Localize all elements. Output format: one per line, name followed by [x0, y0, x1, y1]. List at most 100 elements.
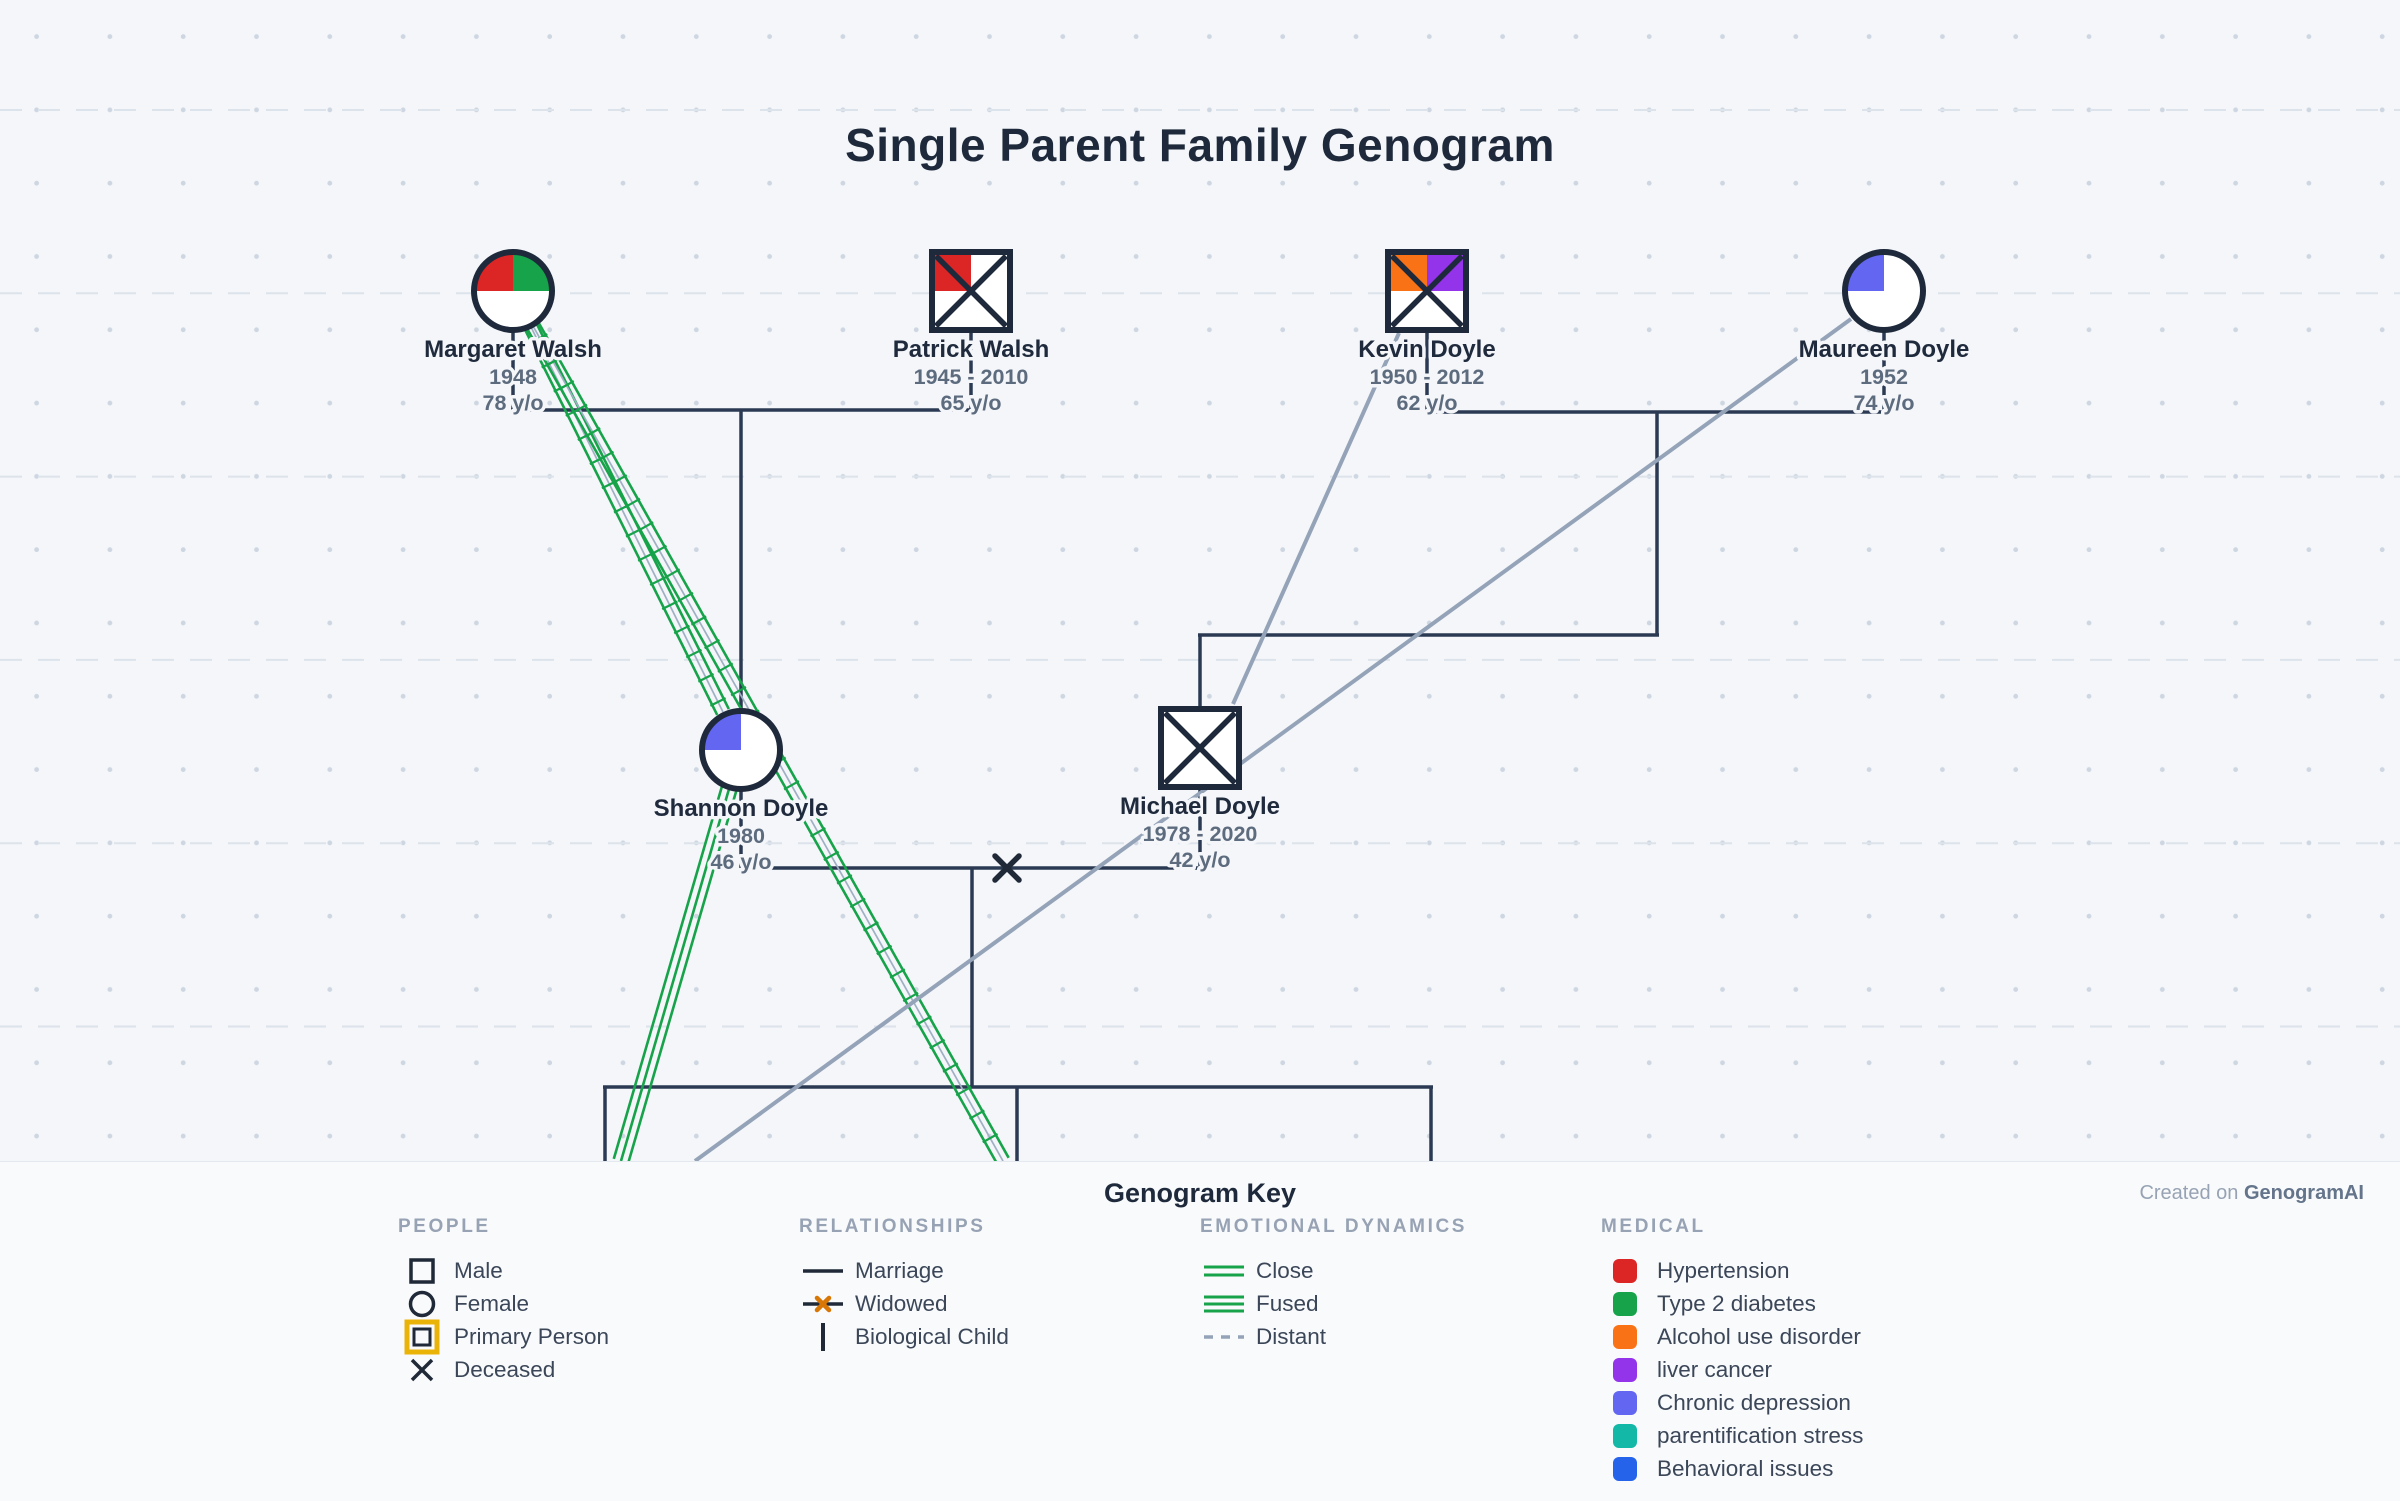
key-item-distant: Distant [1200, 1320, 1467, 1353]
chip-swatch [1601, 1352, 1657, 1388]
close-line-tie [661, 600, 678, 611]
close-line-tie [849, 897, 866, 909]
chip-swatch [1601, 1385, 1657, 1421]
watermark-prefix: Created on [2139, 1182, 2244, 1204]
close-line-tie [685, 648, 702, 659]
close-line-tie [810, 827, 826, 838]
key-item-female: Female [398, 1287, 609, 1320]
key-item-type-2-diabetes: Type 2 diabetes [1601, 1287, 1863, 1320]
close-line-tie [730, 686, 747, 697]
female-outline [471, 249, 555, 333]
key-title: Genogram Key [1103, 1178, 1297, 1208]
close-line-tie [823, 850, 840, 861]
medical-quarter-topright [513, 254, 550, 291]
close-line-tie [697, 673, 715, 683]
bio_child-swatch [799, 1319, 855, 1355]
close-line-tie [717, 662, 734, 673]
key-item-label: Hypertension [1657, 1257, 1790, 1283]
person-name: Shannon Doyle [654, 795, 829, 822]
fused-line [627, 790, 738, 1161]
close-line-tie [982, 1133, 999, 1144]
close-line-tie [664, 568, 681, 579]
person-name: Maureen Doyle [1799, 336, 1970, 363]
key-section-header: PEOPLE [398, 1216, 491, 1237]
emotional-lines [524, 317, 1853, 1161]
close-line-tie [651, 544, 668, 556]
close-line-tie [709, 697, 727, 707]
key-item-label: Female [454, 1290, 530, 1316]
marriage-swatch-icon [803, 1268, 843, 1273]
close-line-tie [545, 356, 562, 367]
close-line-tie [929, 1038, 946, 1050]
key-item-deceased: Deceased [398, 1353, 609, 1386]
chip-swatch-icon [1613, 1357, 1637, 1382]
female-outline [1842, 249, 1926, 333]
fused-line [619, 788, 731, 1161]
close-line [524, 329, 719, 716]
key-item-primary-person: Primary Person [398, 1319, 609, 1354]
close-line-tie [649, 576, 666, 586]
close-line-tie [598, 450, 615, 461]
key-item-chronic-depression: Chronic depression [1601, 1386, 1863, 1419]
fused-swatch-icon [1204, 1295, 1244, 1312]
female-swatch-icon [408, 1290, 436, 1317]
key-item-marriage: Marriage [799, 1254, 1009, 1287]
key-section-header: RELATIONSHIPS [799, 1216, 986, 1237]
close-line-tie [942, 1062, 959, 1073]
close-line-tie [796, 803, 813, 814]
key-item-label: Alcohol use disorder [1657, 1323, 1861, 1349]
chip-swatch [1601, 1253, 1657, 1289]
brand-name: GenogramAI [2243, 1182, 2364, 1204]
key-item-label: Chronic depression [1657, 1389, 1851, 1415]
key-item-label: Marriage [855, 1257, 944, 1283]
chip-swatch [1601, 1286, 1657, 1322]
close-swatch [1200, 1253, 1256, 1289]
close-line-tie [677, 591, 694, 603]
person-years: 1950 - 2012 [1370, 365, 1485, 389]
person-age: 74 y/o [1854, 391, 1915, 415]
close-line-tie [571, 403, 588, 414]
marriage-swatch [799, 1253, 855, 1289]
key-item-behavioral-issues: Behavioral issues [1601, 1452, 1863, 1485]
close-line-tie [673, 624, 690, 635]
close-line-tie [584, 427, 601, 438]
close-line-tie [558, 380, 575, 391]
deceased-x-icon [1163, 711, 1237, 785]
person-years: 1948 [489, 365, 537, 389]
genogram-key-panel: Genogram Key Created on GenogramAI PEOPL… [0, 1161, 2400, 1501]
male-outline [929, 249, 1013, 333]
person-age: 65 y/o [941, 391, 1002, 415]
person-years: 1945 - 2010 [914, 365, 1029, 389]
key-item-label: Type 2 diabetes [1657, 1290, 1816, 1316]
person-name: Patrick Walsh [893, 336, 1050, 363]
close-swatch-icon [1204, 1265, 1244, 1276]
key-section-header: MEDICAL [1601, 1216, 1706, 1237]
female-outline [699, 708, 783, 792]
deceased-x-icon [934, 254, 1008, 328]
key-item-label: Deceased [454, 1356, 556, 1382]
key-item-label: Male [454, 1257, 503, 1283]
key-item-liver-cancer: liver cancer [1601, 1353, 1863, 1386]
female-swatch [398, 1286, 454, 1322]
key-item-alcohol-use-disorder: Alcohol use disorder [1601, 1320, 1863, 1353]
close-line-tie [915, 1015, 932, 1026]
person-age: 62 y/o [1397, 391, 1458, 415]
key-item-fused: Fused [1200, 1287, 1467, 1320]
deceased-swatch [398, 1352, 454, 1388]
close-line-tie [955, 1085, 972, 1097]
close-line-tie [783, 780, 800, 791]
chip-swatch-icon [1613, 1291, 1637, 1316]
chip-swatch-icon [1613, 1423, 1637, 1448]
fused-swatch [1200, 1286, 1256, 1322]
male-swatch-icon [409, 1257, 435, 1284]
